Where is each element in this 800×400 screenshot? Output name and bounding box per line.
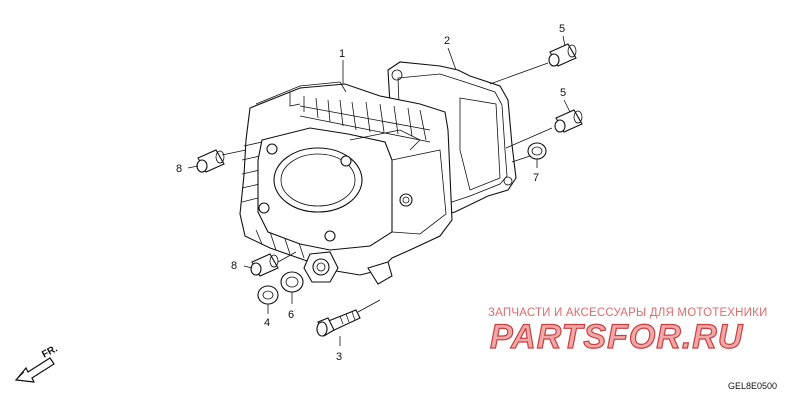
diagram-code: GEL8E0500 (728, 381, 777, 391)
dowel-pin-mid (554, 109, 583, 133)
front-direction-arrow (14, 357, 55, 383)
washer (257, 285, 279, 305)
callout-6: 6 (288, 309, 294, 321)
cylinder (239, 81, 453, 285)
callout-8-upper: 8 (176, 163, 182, 175)
o-ring-small (527, 142, 547, 160)
leader-lines (187, 35, 571, 346)
callout-8-lower: 8 (231, 260, 237, 272)
callout-1: 1 (339, 48, 345, 60)
callout-3: 3 (336, 351, 342, 363)
dowel-pin-top (548, 43, 577, 67)
flange-bolt (316, 309, 361, 337)
watermark-tagline: ЗАПЧАСТИ И АКСЕССУАРЫ ДЛЯ МОТОТЕХНИКИ (488, 307, 768, 319)
front-direction-label: FR. (40, 343, 60, 360)
dowel-pin-lower (250, 253, 279, 277)
callout-2: 2 (444, 35, 450, 47)
watermark-brand: PARTSFOR.RU (490, 318, 744, 356)
o-ring (280, 271, 304, 293)
callout-5-top: 5 (559, 23, 565, 35)
callout-7: 7 (533, 172, 539, 184)
callout-4: 4 (264, 317, 270, 329)
callout-5-mid: 5 (560, 87, 566, 99)
dowel-pin-upper (196, 149, 225, 173)
